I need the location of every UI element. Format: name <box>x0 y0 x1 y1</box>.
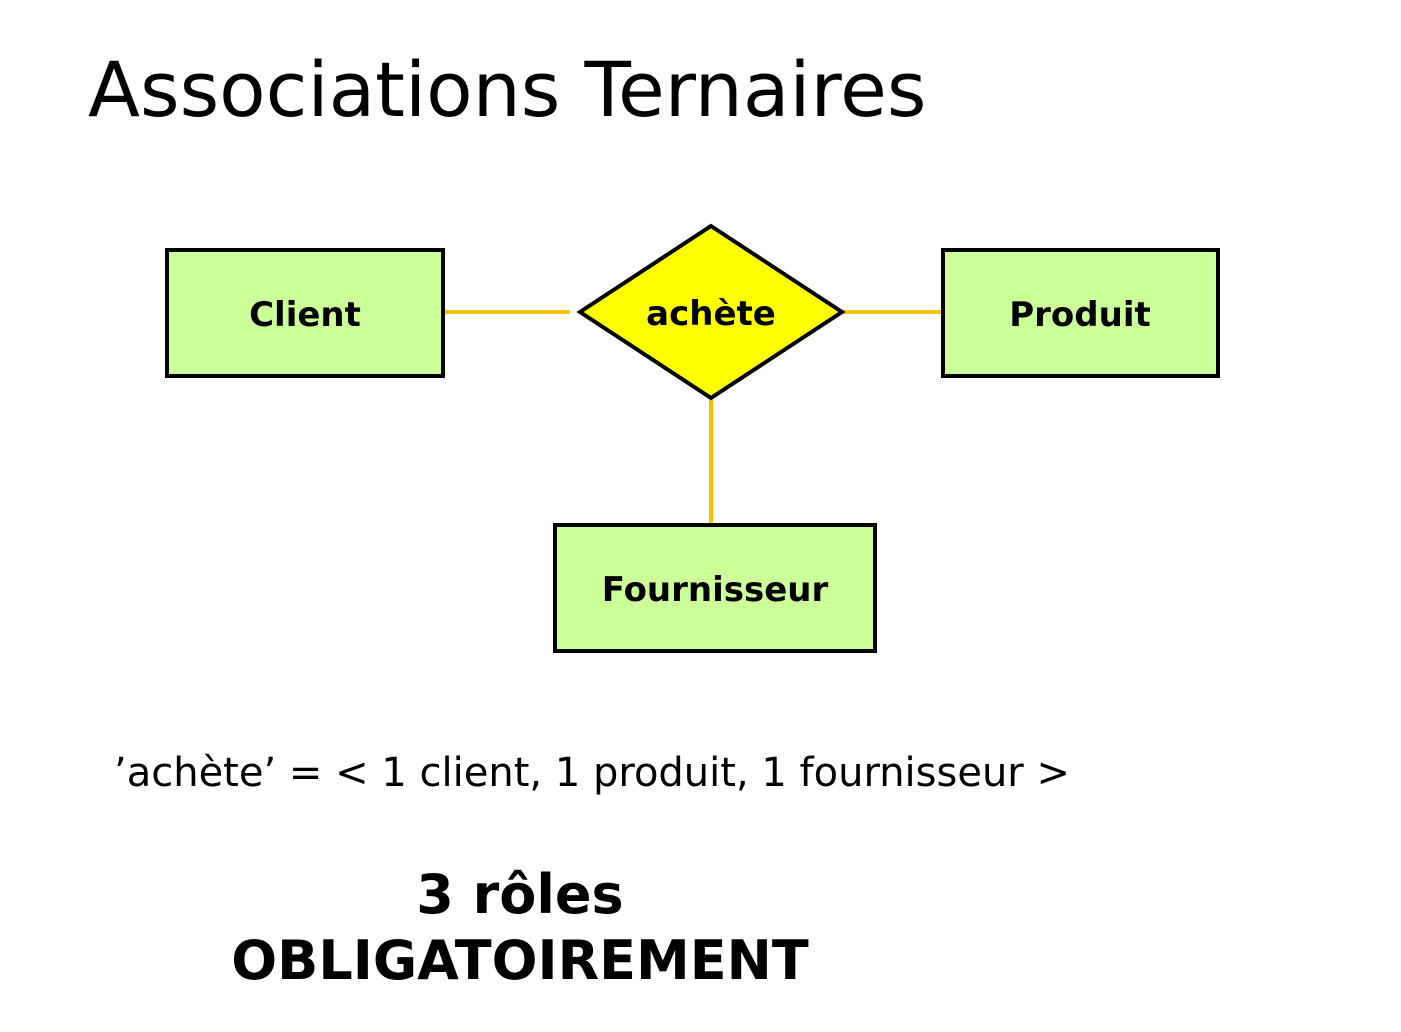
tuple-definition: ’achète’ = < 1 client, 1 produit, 1 four… <box>114 750 1070 796</box>
slide-title: Associations Ternaires <box>88 45 927 134</box>
entity-produit: Produit <box>941 248 1220 378</box>
conclusion: 3 rôles OBLIGATOIREMENT <box>200 862 840 994</box>
entity-produit-label: Produit <box>1009 295 1151 335</box>
relationship-label: achète <box>646 294 776 334</box>
entity-fournisseur-box <box>553 523 877 653</box>
relationship-diamond <box>576 223 846 401</box>
entity-client-box <box>165 248 445 378</box>
entity-client-label: Client <box>249 295 361 335</box>
relationship-achete: achète <box>576 223 846 401</box>
entity-fournisseur: Fournisseur <box>553 523 877 653</box>
entity-client: Client <box>165 248 445 378</box>
conclusion-line-mandatory: OBLIGATOIREMENT <box>231 929 809 992</box>
conclusion-line-roles: 3 rôles <box>416 863 624 926</box>
entity-fournisseur-label: Fournisseur <box>602 570 829 610</box>
entity-produit-box <box>941 248 1220 378</box>
